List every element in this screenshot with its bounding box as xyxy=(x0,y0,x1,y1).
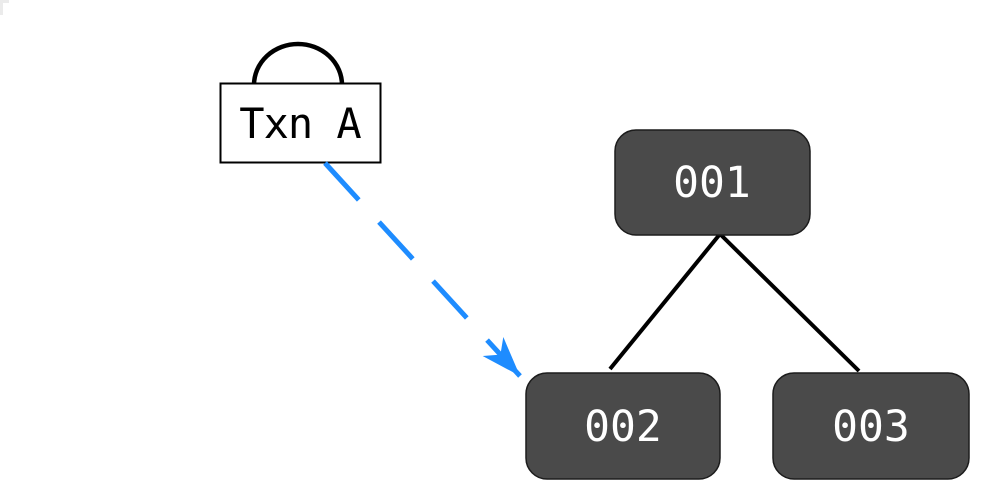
node-003-label: 003 xyxy=(832,402,910,452)
node-001-label: 001 xyxy=(673,158,751,208)
window-corner-artifact xyxy=(0,0,9,15)
node-001 xyxy=(614,129,811,236)
txn-self-loop-arc xyxy=(251,41,345,86)
node-003 xyxy=(772,372,970,480)
tree-edge-001-002 xyxy=(608,232,722,371)
txn-to-node-002-arrow xyxy=(323,161,522,378)
txn-box-label: Txn A xyxy=(239,99,361,148)
node-002 xyxy=(525,372,721,480)
tree-edge-001-003 xyxy=(718,232,861,373)
node-002-label: 002 xyxy=(584,402,662,452)
txn-box xyxy=(219,82,382,164)
